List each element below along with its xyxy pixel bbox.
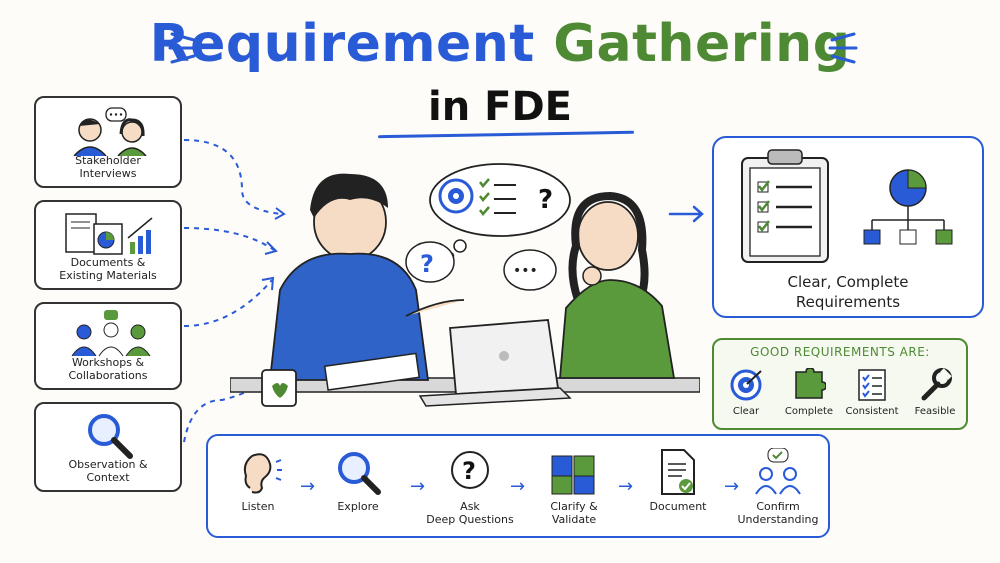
document-icon <box>661 449 695 495</box>
good-item-label: Complete <box>784 406 834 417</box>
target-icon <box>730 369 762 401</box>
source-label: Observation & Context <box>68 458 148 484</box>
good-item-consistent: Consistent <box>840 368 904 417</box>
group-icon <box>71 310 151 357</box>
flow-arrow-icon: → <box>510 476 526 497</box>
magnifier-icon <box>88 414 133 459</box>
question-bubble-text: ? <box>420 250 434 278</box>
confirm-icon <box>755 448 801 495</box>
output-label: Clear, Complete Requirements <box>787 273 909 311</box>
good-item-clear: Clear <box>714 368 778 417</box>
source-stakeholder-interviews: Stakeholder Interviews <box>34 96 182 188</box>
good-item-complete: Complete <box>777 368 841 417</box>
step-confirm: Confirm Understanding <box>728 448 828 526</box>
ellipsis-bubble-text: ••• <box>513 263 538 279</box>
step-label: Explore <box>337 500 379 513</box>
wrench-icon <box>921 368 952 401</box>
checklist-icon <box>858 369 886 401</box>
step-label: Document <box>649 500 707 513</box>
source-label: Documents & Existing Materials <box>59 256 157 282</box>
good-requirements-title: GOOD REQUIREMENTS ARE: <box>750 345 930 359</box>
svg-text:?: ? <box>462 457 476 485</box>
flow-arrow-icon: → <box>410 476 426 497</box>
flow-arrow-icon: → <box>724 476 740 497</box>
puzzle-icon <box>551 455 595 495</box>
step-ask: ? Ask Deep Questions <box>420 448 520 526</box>
arrow-right-icon <box>668 205 704 223</box>
page-title: Requirement Gathering <box>0 14 1000 74</box>
source-label: Stakeholder Interviews <box>75 154 141 180</box>
clipboard-checklist-icon <box>741 149 829 263</box>
conversation-illustration: ? ? ••• <box>230 163 700 407</box>
step-clarify: Clarify & Validate <box>524 448 624 526</box>
puzzle-icon <box>795 368 826 399</box>
step-label: Confirm Understanding <box>737 500 819 526</box>
good-item-label: Feasible <box>914 406 956 417</box>
step-label: Ask Deep Questions <box>426 500 514 526</box>
title-part-requirement: Requirement <box>149 14 535 74</box>
step-explore: Explore <box>308 448 408 513</box>
svg-text:?: ? <box>538 185 553 215</box>
dashed-flow-arrows <box>183 139 286 443</box>
ear-icon <box>243 453 282 494</box>
flow-arrow-icon: → <box>300 476 316 497</box>
documents-chart-icon <box>65 213 153 255</box>
title-dashes-right-icon <box>828 32 858 64</box>
good-item-label: Consistent <box>845 406 899 417</box>
people-talking-icon <box>73 107 147 156</box>
process-flow: Listen → Explore → ? Ask Deep Questions … <box>206 434 830 538</box>
good-requirements-panel: GOOD REQUIREMENTS ARE: Clear Complete Co… <box>712 338 968 430</box>
title-part-gathering: Gathering <box>553 14 851 74</box>
title-dashes-left-icon <box>168 32 198 64</box>
step-document: Document <box>628 448 728 513</box>
flow-arrow-icon: → <box>618 476 634 497</box>
step-listen: Listen <box>208 448 308 513</box>
output-requirements: Clear, Complete Requirements <box>712 136 984 318</box>
source-label: Workshops & Collaborations <box>68 356 148 382</box>
good-item-label: Clear <box>732 406 760 417</box>
source-observation: Observation & Context <box>34 402 182 492</box>
step-label: Clarify & Validate <box>550 500 598 526</box>
source-workshops: Workshops & Collaborations <box>34 302 182 390</box>
magnifier-icon <box>338 452 381 495</box>
source-documents: Documents & Existing Materials <box>34 200 182 290</box>
page-subtitle: in FDE <box>428 84 572 130</box>
step-label: Listen <box>241 500 275 513</box>
good-item-feasible: Feasible <box>903 368 967 417</box>
pie-hierarchy-icon <box>863 169 953 245</box>
subtitle-underline <box>377 130 635 139</box>
question-icon: ? <box>451 451 489 489</box>
